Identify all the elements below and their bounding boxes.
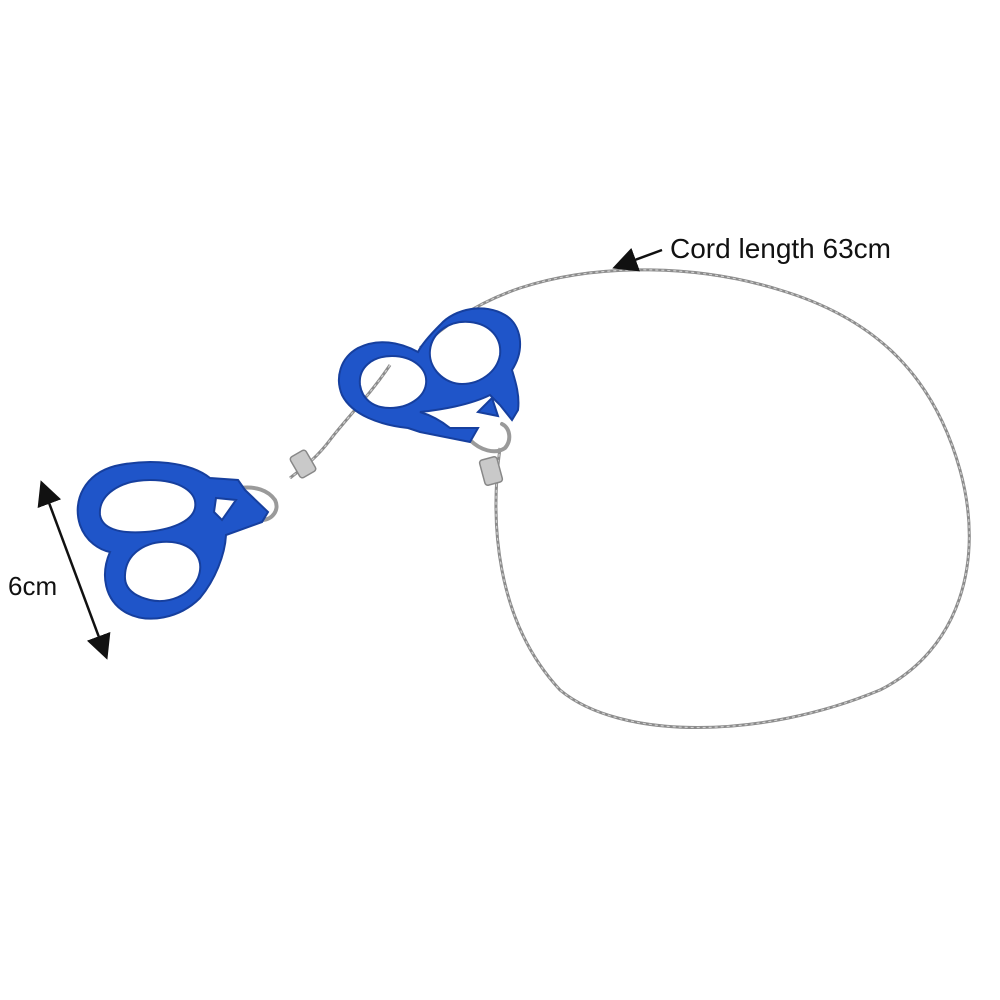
double-arrow-icon: [37, 480, 111, 660]
saw-handle-left: [76, 461, 270, 620]
metal-hook: [238, 422, 512, 522]
handle-size-label: 6cm: [8, 571, 57, 601]
handle-size-annotation: 6cm: [8, 480, 111, 660]
saw-handle-right: [338, 307, 522, 444]
wire-saw-cord: [289, 268, 971, 729]
cord-length-label: Cord length 63cm: [670, 233, 891, 264]
cord-length-annotation: Cord length 63cm: [612, 233, 891, 272]
arrow-icon: [612, 247, 663, 272]
wire-ferrule: [289, 449, 504, 486]
